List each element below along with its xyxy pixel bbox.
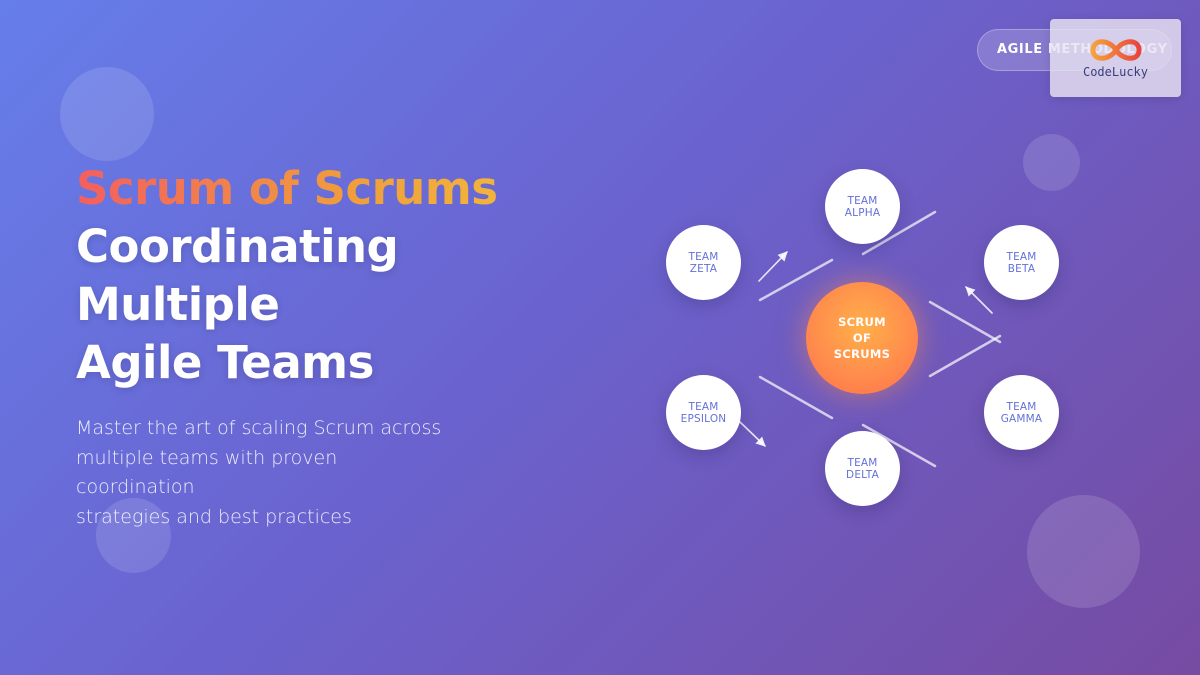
subtitle-line: Multiple: [76, 278, 280, 331]
brand-name: CodeLucky: [1082, 65, 1149, 79]
connector-line: [928, 300, 1002, 344]
team-label: ALPHA: [844, 206, 881, 219]
decorative-bubble: [60, 67, 154, 161]
hub-label: SCRUMS: [833, 347, 891, 361]
team-label: GAMMA: [1000, 412, 1043, 425]
connector-line: [758, 258, 834, 302]
brand-logo: CodeLucky: [1050, 19, 1181, 97]
team-label: ZETA: [689, 262, 718, 275]
team-label: TEAM: [1006, 400, 1037, 413]
team-label: TEAM: [1006, 250, 1037, 263]
team-label: BETA: [1007, 262, 1036, 275]
subtitle-line: Agile Teams: [76, 336, 374, 389]
team-label: TEAM: [688, 400, 719, 413]
description-line: strategies and best practices: [76, 505, 352, 528]
team-node-delta: TEAM DELTA: [825, 431, 900, 506]
team-label: DELTA: [846, 468, 879, 481]
connector-line: [861, 210, 937, 256]
infinity-logo-icon: [1090, 39, 1142, 61]
team-node-alpha: TEAM ALPHA: [825, 169, 900, 244]
page-description: Master the art of scaling Scrum across m…: [76, 414, 456, 532]
hub-label: OF: [852, 331, 872, 345]
team-label: TEAM: [847, 456, 878, 469]
team-node-gamma: TEAM GAMMA: [984, 375, 1059, 450]
decorative-bubble: [1023, 134, 1080, 191]
team-node-epsilon: TEAM EPSILON: [666, 375, 741, 450]
team-node-beta: TEAM BETA: [984, 225, 1059, 300]
flow-arrow: [758, 251, 788, 282]
connector-line: [928, 334, 1002, 378]
connector-line: [758, 375, 834, 420]
team-label: EPSILON: [680, 412, 727, 425]
decorative-bubble: [96, 498, 171, 573]
page-title: Scrum of Scrums: [76, 160, 596, 218]
hero-text: Scrum of Scrums Coordinating Multiple Ag…: [76, 160, 596, 532]
page-subtitle: Coordinating Multiple Agile Teams: [76, 218, 596, 392]
description-line: Master the art of scaling Scrum across: [76, 417, 442, 439]
team-node-zeta: TEAM ZETA: [666, 225, 741, 300]
subtitle-line: Coordinating: [76, 220, 399, 273]
connector-line: [861, 423, 937, 468]
flow-arrow: [739, 421, 766, 447]
team-label: TEAM: [688, 250, 719, 263]
decorative-bubble: [1027, 495, 1140, 608]
team-label: TEAM: [847, 194, 878, 207]
hub-label: SCRUM: [838, 315, 886, 329]
description-line: multiple teams with proven coordination: [76, 446, 338, 499]
flow-arrow: [965, 286, 993, 314]
scrum-of-scrums-hub: SCRUM OF SCRUMS: [806, 282, 918, 394]
